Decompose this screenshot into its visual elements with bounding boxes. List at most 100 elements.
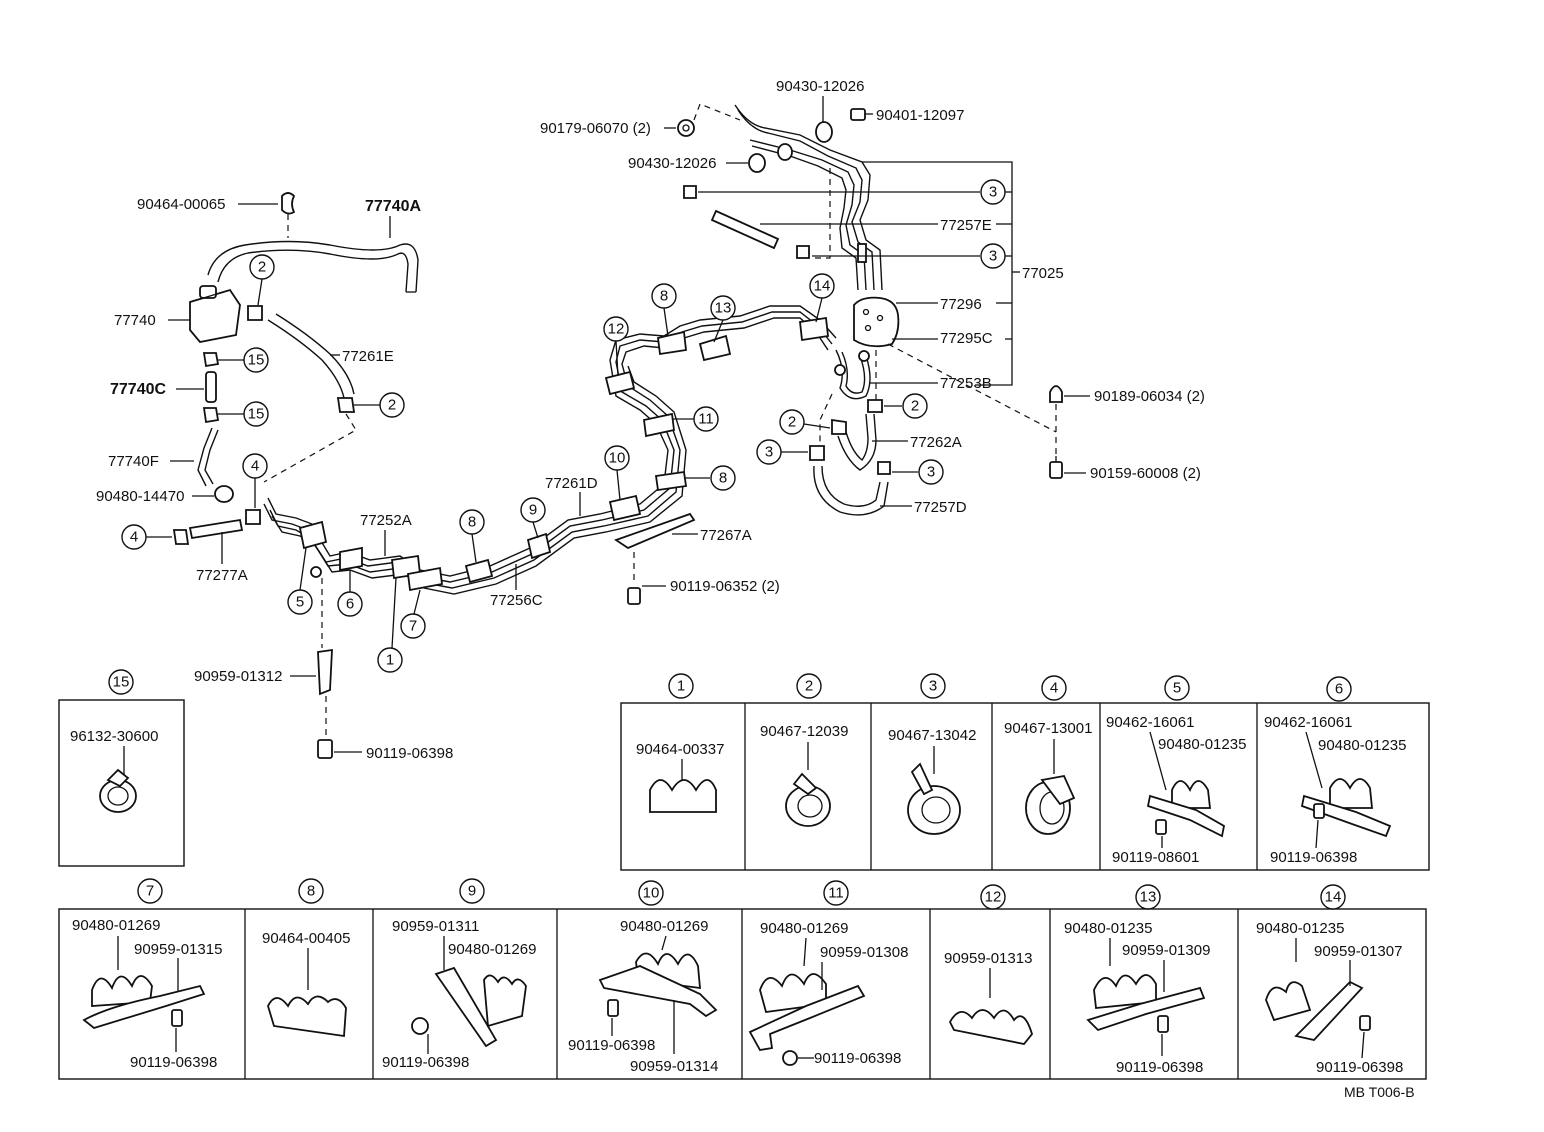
svg-text:4: 4 — [1050, 680, 1058, 697]
svg-text:90959-01307: 90959-01307 — [1314, 943, 1402, 960]
svg-text:8: 8 — [468, 514, 476, 531]
svg-text:15: 15 — [248, 352, 265, 369]
svg-text:15: 15 — [113, 674, 130, 691]
washer-icon — [748, 153, 766, 173]
svg-text:13: 13 — [715, 300, 732, 317]
label-77257E: 77257E — [940, 217, 992, 234]
label-77253B: 77253B — [940, 375, 992, 392]
clamp-8 — [464, 558, 494, 584]
svg-text:10: 10 — [643, 885, 660, 902]
clamp-12 — [604, 370, 636, 396]
clip-icon — [683, 185, 697, 199]
clamp-9 — [526, 532, 552, 560]
label-90189-06034: 90189-06034 (2) — [1094, 388, 1205, 405]
svg-text:90480-01235: 90480-01235 — [1158, 736, 1246, 753]
cap-nut-icon — [1049, 385, 1063, 403]
clamp-14 — [799, 316, 829, 342]
svg-text:90464-00337: 90464-00337 — [636, 741, 724, 758]
clamp-11 — [643, 412, 675, 438]
svg-text:90467-12039: 90467-12039 — [760, 723, 848, 740]
callout-2: 2 — [779, 409, 805, 435]
svg-text:90480-01269: 90480-01269 — [760, 920, 848, 937]
clamp-13 — [698, 334, 732, 362]
clamp-6 — [339, 546, 363, 572]
detail-box-11: 11 90480-01269 90959-01308 90119-06398 — [748, 880, 908, 1067]
svg-text:3: 3 — [927, 464, 935, 481]
label-77277A: 77277A — [196, 567, 248, 584]
callout-4: 4 — [242, 453, 268, 479]
callout-15: 15 — [243, 347, 269, 373]
svg-text:2: 2 — [911, 398, 919, 415]
svg-text:11: 11 — [698, 411, 714, 428]
clip-icon — [831, 418, 847, 435]
callout-2: 2 — [902, 393, 928, 419]
reference-code: MB T006-B — [1344, 1084, 1415, 1100]
callout-4: 4 — [121, 524, 147, 550]
callout-13: 13 — [710, 295, 736, 321]
hose-77740C — [205, 371, 217, 403]
callout-3: 3 — [980, 179, 1006, 205]
clip-icon — [247, 305, 263, 321]
clamp-5 — [298, 520, 328, 550]
svg-text:10: 10 — [609, 450, 626, 467]
label-77261D: 77261D — [545, 475, 598, 492]
svg-text:90959-01314: 90959-01314 — [630, 1058, 718, 1075]
svg-text:3: 3 — [929, 678, 937, 695]
svg-text:8: 8 — [719, 470, 727, 487]
svg-text:8: 8 — [660, 288, 668, 305]
label-90959-01312: 90959-01312 — [194, 668, 282, 685]
callout-8: 8 — [710, 465, 736, 491]
svg-text:2: 2 — [805, 678, 813, 695]
callout-3: 3 — [756, 439, 782, 465]
hose-77257E — [710, 209, 780, 250]
clamp-10 — [608, 494, 642, 522]
svg-text:90480-01269: 90480-01269 — [72, 917, 160, 934]
svg-text:2: 2 — [388, 397, 396, 414]
svg-text:2: 2 — [788, 414, 796, 431]
svg-text:12: 12 — [985, 889, 1002, 906]
callout-15: 15 — [243, 401, 269, 427]
clip-icon — [796, 245, 810, 259]
brake-block-77296 — [853, 296, 900, 348]
detail-box-6: 6 90462-16061 90480-01235 90119-06398 — [1264, 676, 1406, 866]
svg-text:90480-01235: 90480-01235 — [1318, 737, 1406, 754]
svg-text:96132-30600: 96132-30600 — [70, 728, 158, 745]
detail-box-14: 14 90480-01235 90959-01307 90119-06398 — [1256, 884, 1403, 1076]
label-77296: 77296 — [940, 296, 982, 313]
clamp-icon — [202, 407, 220, 424]
callout-5: 5 — [287, 589, 313, 615]
bolt-icon — [1049, 456, 1063, 479]
svg-text:90119-06398: 90119-06398 — [814, 1050, 901, 1067]
callout-2: 2 — [249, 254, 275, 280]
callout-12: 12 — [603, 316, 629, 342]
clamp-icon — [202, 352, 220, 368]
detail-box-7: 7 90480-01269 90959-01315 90119-06398 — [72, 878, 222, 1071]
hose-clip-icon — [281, 192, 296, 215]
callout-6: 6 — [337, 591, 363, 617]
callout-8: 8 — [651, 283, 677, 309]
clip-icon — [172, 529, 190, 545]
clip-icon — [867, 399, 883, 413]
label-77295C: 77295C — [940, 330, 993, 347]
svg-text:90462-16061: 90462-16061 — [1106, 714, 1194, 731]
svg-text:90480-01235: 90480-01235 — [1064, 920, 1152, 937]
grommet-icon — [214, 485, 234, 503]
svg-text:90959-01308: 90959-01308 — [820, 944, 908, 961]
bolt-icon — [850, 108, 873, 121]
label-90464-00065: 90464-00065 — [137, 196, 225, 213]
svg-text:90119-06398: 90119-06398 — [568, 1037, 655, 1054]
clip-icon — [336, 397, 356, 413]
svg-text:4: 4 — [251, 458, 259, 475]
callout-7: 7 — [400, 613, 426, 639]
svg-text:90119-06398: 90119-06398 — [130, 1054, 217, 1071]
detail-box-2: 2 90467-12039 — [760, 673, 848, 827]
detail-box-1: 1 90464-00337 — [636, 673, 724, 813]
svg-text:90480-01269: 90480-01269 — [448, 941, 536, 958]
callout-2: 2 — [379, 392, 405, 418]
label-90119-06352: 90119-06352 (2) — [670, 578, 780, 595]
svg-text:7: 7 — [146, 883, 154, 900]
label-77740C: 77740C — [110, 381, 166, 398]
clip-icon — [245, 509, 261, 525]
svg-text:5: 5 — [1173, 680, 1181, 697]
reservoir-icon — [189, 285, 241, 343]
